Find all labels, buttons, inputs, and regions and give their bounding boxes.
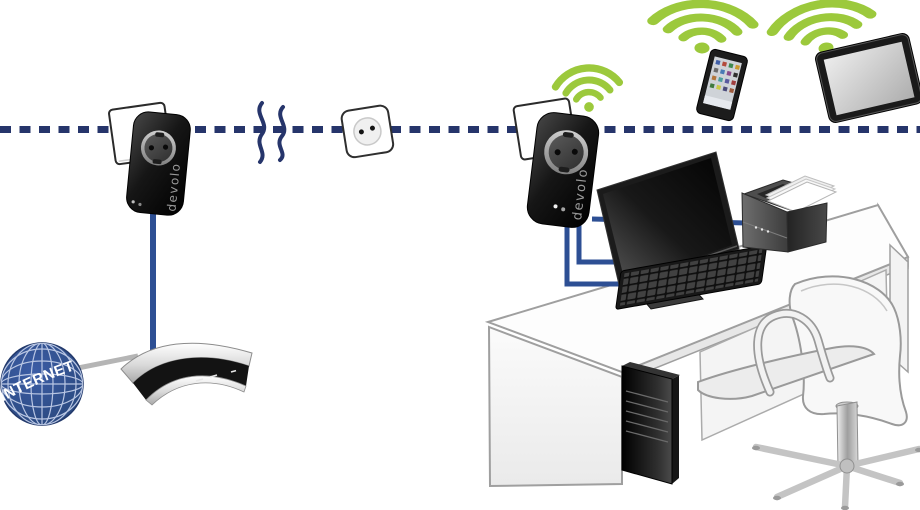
socket-hole	[571, 148, 578, 155]
chair-armrest	[755, 310, 833, 395]
router-base	[145, 375, 247, 406]
tablet-app-icons	[709, 59, 740, 94]
chair-casters	[752, 445, 920, 510]
socket-hole	[162, 144, 169, 150]
printer	[741, 175, 838, 253]
status-led	[138, 202, 142, 207]
monitor	[596, 151, 740, 310]
status-led	[561, 207, 566, 212]
chair-base-hub	[839, 458, 855, 474]
powerline-adapter-left: devolo	[126, 111, 191, 216]
tablet-large-screen	[823, 41, 915, 116]
devolo-logo-right: devolo	[570, 167, 591, 221]
chair-seat	[697, 345, 876, 400]
status-led	[131, 200, 135, 204]
pc-front	[621, 365, 673, 485]
tablet-small-screen	[703, 56, 742, 110]
socket-hole	[148, 145, 155, 151]
wifi-signal-tablet-small	[652, 2, 753, 55]
internet-globe: INTERNET	[0, 342, 84, 426]
powerline-adapter-right: devolo	[526, 112, 600, 228]
outlet-hole	[358, 129, 364, 135]
paper-stack	[764, 175, 838, 213]
printer-buttons	[754, 226, 770, 233]
lan-cable-to-monitor	[576, 222, 618, 265]
tablet-large-edge	[816, 34, 920, 122]
chair-backrest-contour	[800, 283, 888, 312]
socket-hole	[554, 149, 561, 156]
monitor-screen	[603, 158, 732, 282]
router	[120, 342, 253, 406]
router-front	[133, 357, 249, 400]
pc-drive-bays	[625, 390, 669, 443]
printer-side	[786, 202, 828, 253]
keyboard	[615, 245, 767, 310]
chair-cylinder	[836, 401, 859, 469]
status-led	[553, 204, 558, 209]
printer-seam	[742, 221, 788, 239]
desk-side-panel	[487, 325, 623, 488]
tablet-large	[815, 33, 920, 123]
router-leds	[195, 369, 237, 382]
outlet-hole	[369, 125, 375, 131]
globe-grid	[1, 343, 83, 425]
office-chair	[697, 275, 920, 510]
lan-cable-to-pc	[564, 222, 622, 287]
wall-outlet	[340, 104, 395, 159]
pc-tower	[621, 362, 680, 485]
pc-top	[622, 362, 680, 379]
signal-wave	[257, 101, 267, 164]
signal-wave	[277, 105, 287, 162]
signal-waves	[257, 101, 287, 164]
keyboard-keys	[619, 249, 763, 306]
outlet-recess	[353, 117, 382, 146]
tablet-small	[696, 48, 748, 122]
devolo-logo-left: devolo	[164, 162, 183, 212]
pc-side	[672, 375, 679, 484]
